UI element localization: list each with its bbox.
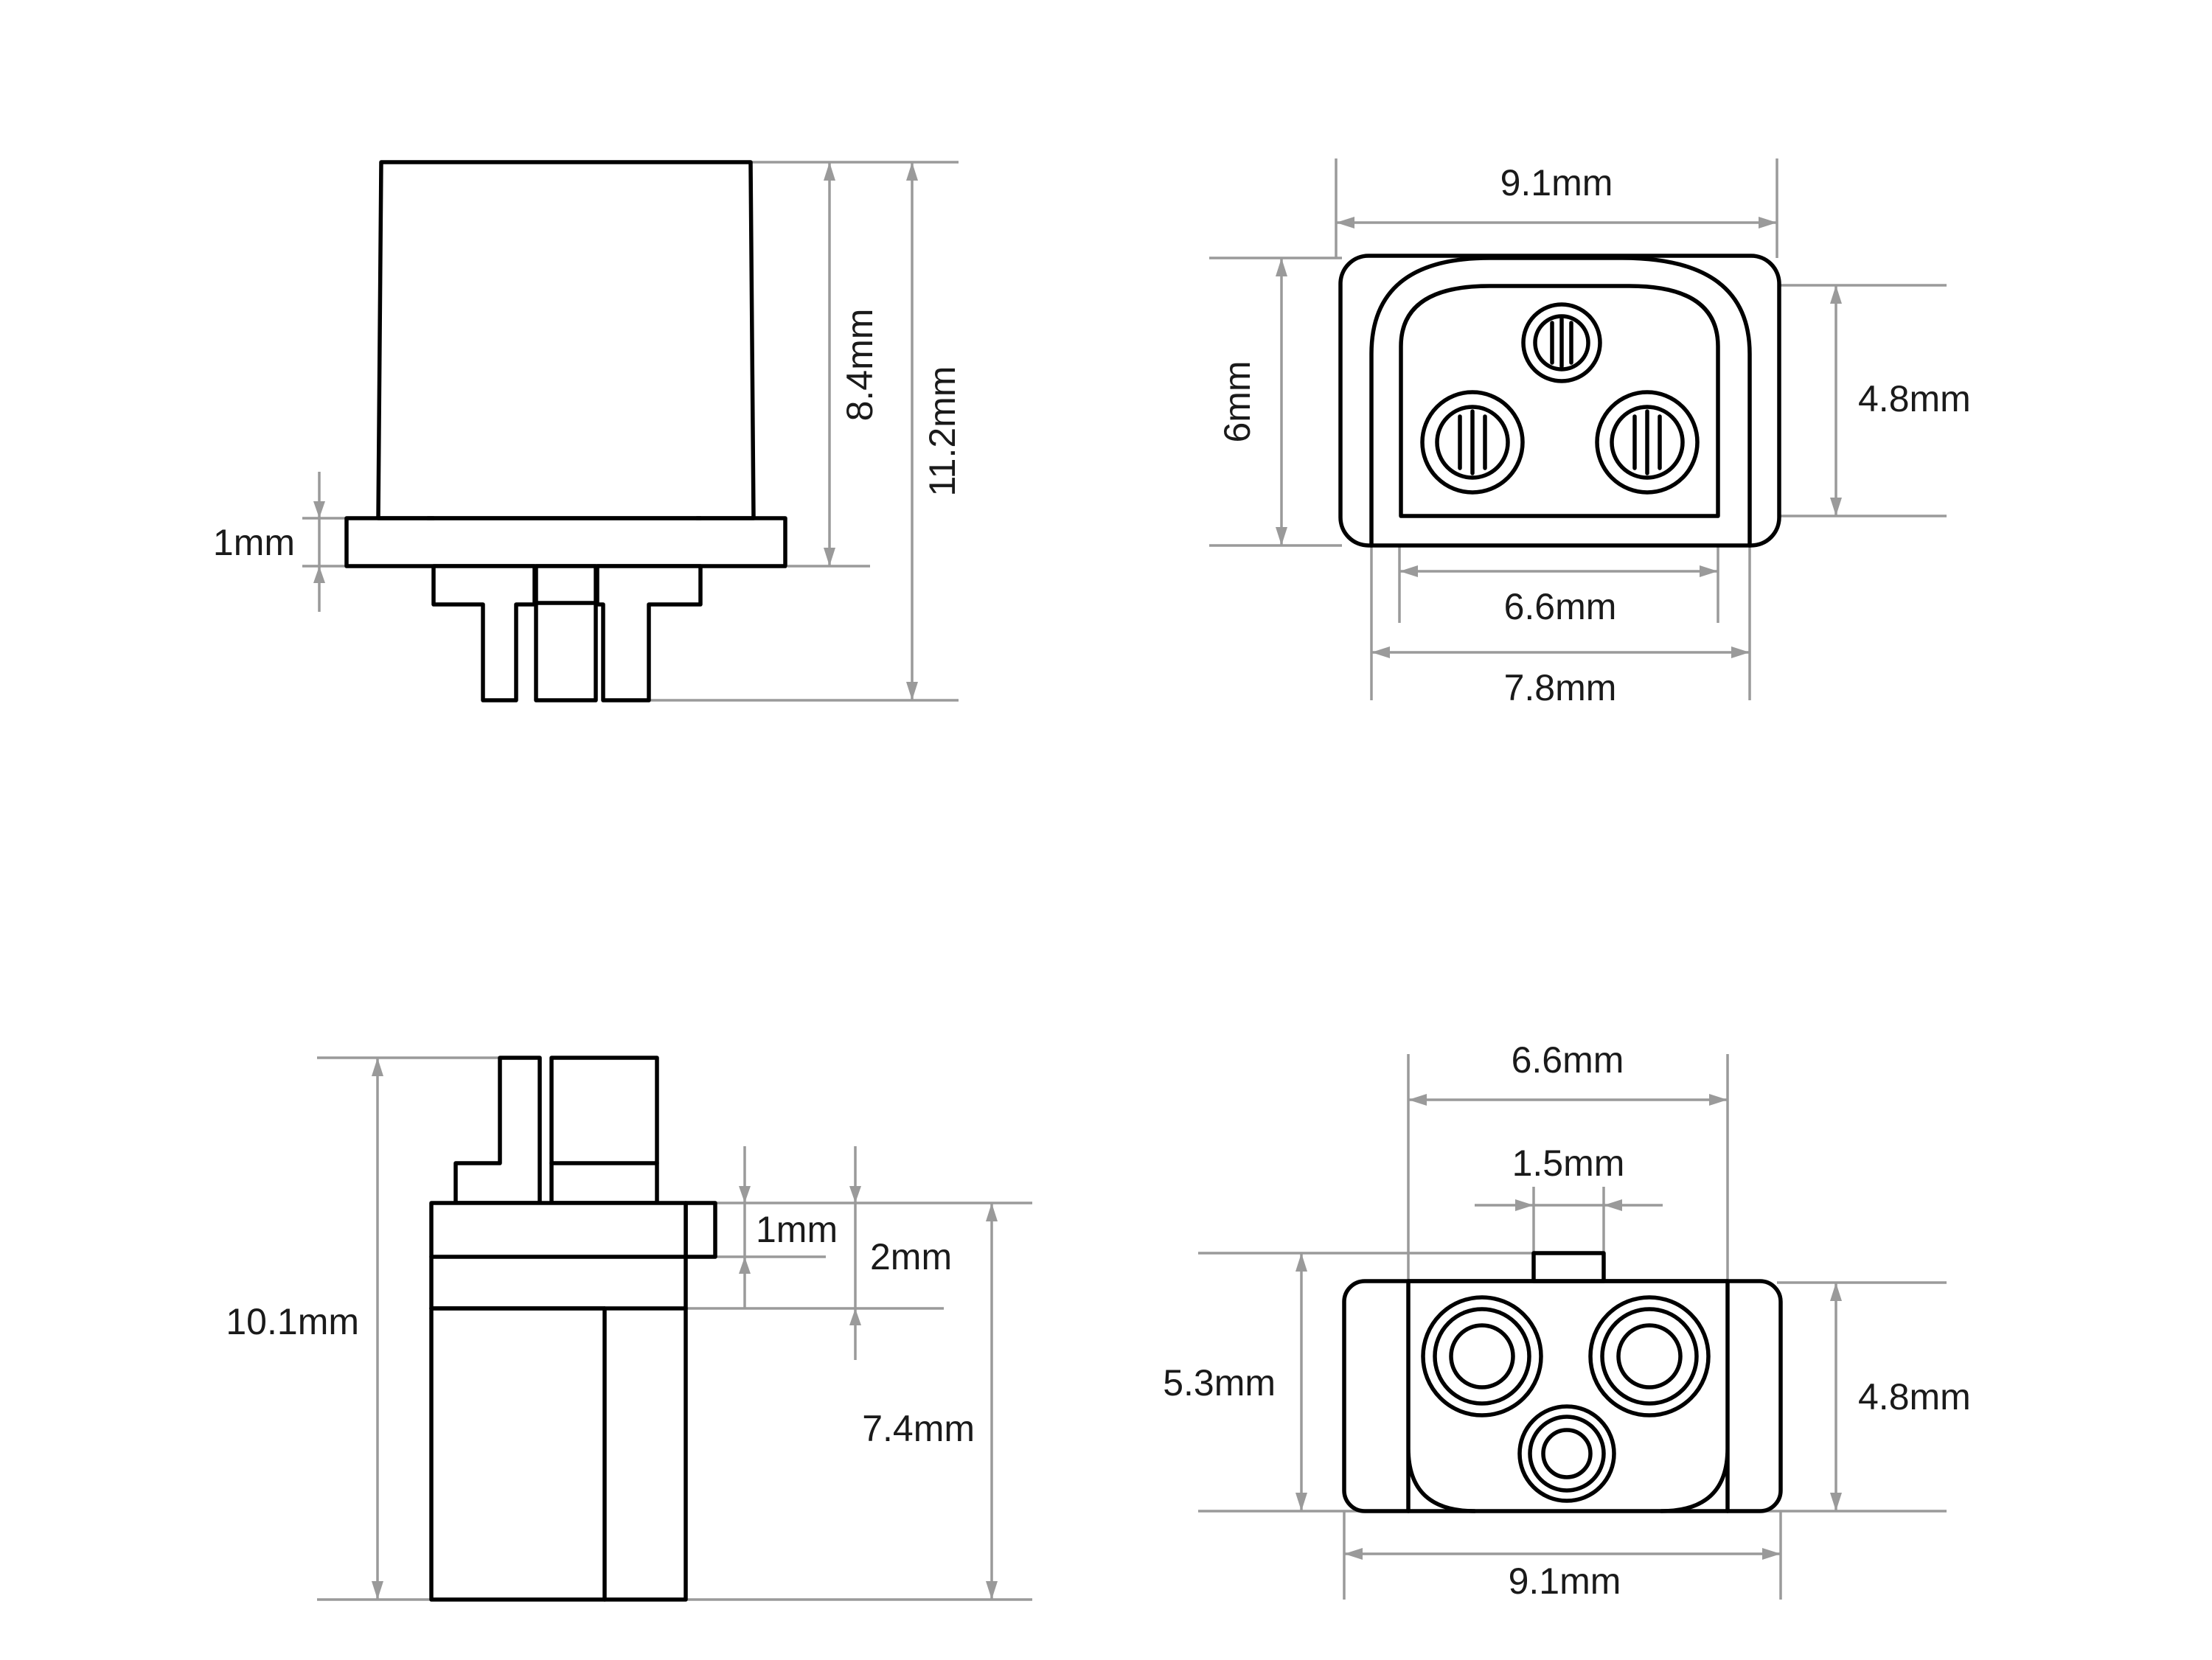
housing-trapezoid-outer (1369, 256, 1752, 548)
contact-bottom (1517, 1404, 1616, 1503)
contact-right (1595, 390, 1700, 495)
arrow-icon (1759, 217, 1777, 229)
arrow-icon (1830, 498, 1842, 516)
arrow-icon (1408, 1094, 1427, 1106)
side-view-top: 1mm 8.4mm 11.2mm (213, 160, 963, 702)
pin-right (595, 564, 703, 702)
arrow-icon (372, 1058, 383, 1076)
side-view-bottom: 10.1mm 1mm 2mm 7.4mm (226, 1056, 1032, 1602)
arrow-icon (1604, 1199, 1622, 1211)
arrow-icon (1709, 1094, 1728, 1106)
housing-outer-rect (1338, 254, 1781, 548)
pin-center (534, 564, 598, 702)
terminal-block (549, 1056, 659, 1205)
arrow-icon (1295, 1253, 1307, 1272)
connector-body-outline (376, 160, 756, 520)
arrow-icon (1344, 1548, 1363, 1560)
arrow-icon (1830, 1493, 1842, 1511)
pin-left (431, 564, 537, 702)
arrow-icon (1762, 1548, 1781, 1560)
arrow-icon (1336, 217, 1354, 229)
dim-label-shoulder-height: 2mm (870, 1236, 952, 1277)
arrow-icon (906, 682, 918, 700)
arrow-icon (986, 1203, 998, 1221)
arrow-icon (1295, 1493, 1307, 1511)
dim-label-body-height: 7.4mm (862, 1408, 975, 1449)
arrow-icon (372, 1581, 383, 1600)
arrow-icon (1830, 285, 1842, 304)
dim-label-total-height: 10.1mm (226, 1301, 359, 1342)
dim-label-outer-height: 6mm (1217, 360, 1258, 442)
arrow-icon (1399, 565, 1418, 577)
key-tab (1531, 1251, 1606, 1283)
arrow-icon (906, 162, 918, 181)
dim-label-inner-width: 6.6mm (1512, 1039, 1624, 1081)
contact-left (1420, 390, 1525, 495)
arrow-icon (849, 1186, 861, 1203)
dim-label-tab-thickness: 1mm (756, 1209, 838, 1250)
contact-right (1588, 1295, 1711, 1417)
housing-inner-profile (1406, 1279, 1730, 1513)
arrow-icon (1276, 527, 1287, 545)
housing-trapezoid-inner (1399, 284, 1720, 518)
arrow-icon (1371, 646, 1390, 658)
arrow-icon (313, 566, 325, 583)
arrow-icon (849, 1308, 861, 1325)
arrow-icon (824, 548, 835, 566)
dim-label-outer-height: 5.3mm (1163, 1362, 1276, 1403)
dim-label-inner-height: 4.8mm (1858, 1376, 1971, 1417)
contact-top (1521, 302, 1602, 383)
arrow-icon (1515, 1199, 1534, 1211)
arrow-icon (1276, 258, 1287, 276)
arrow-icon (1830, 1283, 1842, 1301)
dim-label-body-height: 8.4mm (839, 309, 880, 422)
dim-label-outer-width: 9.1mm (1500, 162, 1613, 203)
arrow-icon (986, 1581, 998, 1600)
dim-label-base-width: 7.8mm (1504, 667, 1617, 708)
contact-left (1421, 1295, 1543, 1417)
dim-label-total-height: 11.2mm (922, 366, 963, 497)
dim-label-outer-width: 9.1mm (1509, 1560, 1621, 1602)
dim-label-inner-width: 6.6mm (1504, 586, 1617, 627)
dim-label-flange-thickness: 1mm (213, 522, 295, 563)
front-face-view: 9.1mm 6mm 4.8mm 6.6mm 7.8mm (1209, 158, 1971, 708)
connector-flange (344, 516, 787, 568)
arrow-icon (1731, 646, 1750, 658)
arrow-icon (313, 501, 325, 518)
arrow-icon (824, 162, 835, 181)
connector-body (429, 1201, 688, 1602)
arrow-icon (739, 1186, 751, 1203)
latch-post (453, 1056, 542, 1205)
rear-face-view: 6.6mm 1.5mm 5.3mm 4.8mm 9.1mm (1163, 1039, 1971, 1602)
arrow-icon (739, 1257, 751, 1274)
dim-label-inner-height: 4.8mm (1858, 378, 1971, 419)
locking-tab (684, 1201, 717, 1259)
dim-label-key-width: 1.5mm (1512, 1143, 1625, 1184)
arrow-icon (1700, 565, 1718, 577)
